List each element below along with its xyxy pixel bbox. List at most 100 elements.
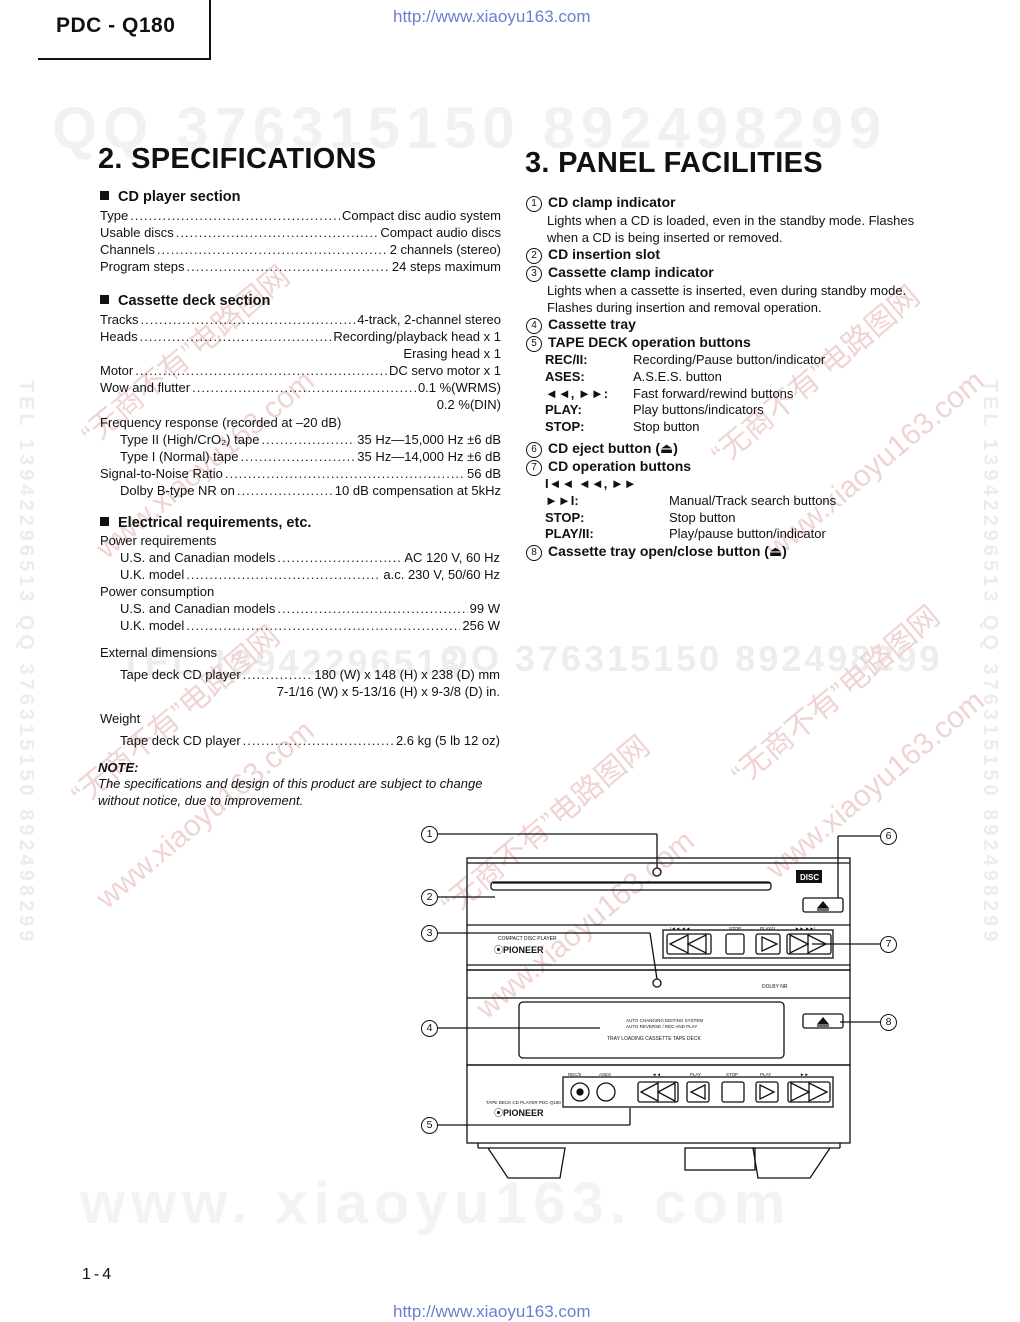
spec-value: 4-track, 2-channel stereo xyxy=(357,312,501,327)
spec-label: Dolby B-type NR on xyxy=(120,483,235,498)
leader-dots xyxy=(192,379,416,396)
button-row: ASES:A.S.E.S. button xyxy=(545,369,966,386)
spec-row: Heads Recording/playback head x 1 xyxy=(100,328,501,345)
callout-5: 5 xyxy=(421,1117,438,1134)
spec-label: Type xyxy=(100,208,129,223)
power-requirements-label: Power requirements xyxy=(100,533,217,548)
tape-btn-label: PLAY xyxy=(690,1072,701,1077)
dolby-label: DOLBY NR xyxy=(762,984,788,990)
spec-label: Motor xyxy=(100,363,134,378)
spec-value: 256 W xyxy=(462,618,500,633)
leader-dots xyxy=(187,258,390,275)
watermark-vertical-right: TEL 13942296513 QQ 376315150 892498299 xyxy=(979,380,1001,946)
spec-value: 2.6 kg (5 lb 12 oz) xyxy=(395,733,500,748)
panel-item-name: CD insertion slot xyxy=(548,246,661,262)
button-desc: Play buttons/indicators xyxy=(633,402,764,418)
bullet-square-icon xyxy=(100,517,109,526)
button-desc: Recording/Pause button/indicator xyxy=(633,352,826,367)
button-desc: Manual/Track search buttons xyxy=(669,492,837,508)
electrical-section-heading: Electrical requirements, etc. xyxy=(100,515,311,531)
spec-label: Heads xyxy=(100,329,138,344)
header-rule-horizontal xyxy=(38,58,211,60)
tape-stop-button xyxy=(721,1081,745,1103)
panel-item-description: Lights when a CD is loaded, even in the … xyxy=(547,213,915,228)
spec-label: U.K. model xyxy=(120,618,185,633)
button-desc: Fast forward/rewind buttons xyxy=(633,385,794,401)
spec-value: Compact disc audio system xyxy=(342,208,501,223)
cassette-open-close-button xyxy=(802,1013,844,1029)
brand-pioneer-top: PIONEER xyxy=(503,945,544,955)
source-url-bottom[interactable]: http://www.xiaoyu163.com xyxy=(393,1302,591,1321)
callout-6: 6 xyxy=(880,828,897,845)
spec-label: U.K. model xyxy=(120,567,185,582)
source-url-top[interactable]: http://www.xiaoyu163.com xyxy=(393,7,591,26)
item-number-badge: 8 xyxy=(526,545,542,562)
leader-dots xyxy=(241,448,356,465)
spec-value: Compact audio discs xyxy=(380,225,501,240)
button-row: PLAY: Play buttons/indicators xyxy=(545,402,966,419)
spec-value: a.c. 230 V, 50/60 Hz xyxy=(383,567,500,582)
spec-label: Signal-to-Noise Ratio xyxy=(100,466,223,481)
callout-7: 7 xyxy=(880,936,897,953)
brand-pioneer-bottom: PIONEER xyxy=(503,1108,544,1118)
spec-value: 2 channels (stereo) xyxy=(389,242,501,257)
spec-value: Recording/playback head x 1 xyxy=(333,329,501,344)
panel-item-name: CD clamp indicator xyxy=(548,194,676,210)
tape-model-label: TAPE DECK CD PLAYER PDC-Q180 xyxy=(486,1100,561,1105)
button-key: PLAY: xyxy=(545,402,582,418)
button-key: REC/II: xyxy=(545,352,588,367)
tape-btn-label: ►► xyxy=(800,1072,809,1077)
disc-logo-text: DISC xyxy=(800,873,819,882)
cd-play-button xyxy=(755,933,781,955)
item-number-badge: 4 xyxy=(526,318,542,334)
button-desc: Play/pause button/indicator xyxy=(669,526,826,542)
tape-btn-label: REC/II xyxy=(568,1072,581,1077)
tape-deck-unit-outline xyxy=(466,1064,851,1144)
pioneer-logo-icon: ⦿ xyxy=(494,1108,503,1118)
power-consumption-label: Power consumption xyxy=(100,584,215,599)
leader-dots xyxy=(157,241,388,258)
button-row: STOP: Stop button xyxy=(545,510,966,527)
cassette-clamp-indicator xyxy=(652,978,662,988)
callout-2: 2 xyxy=(421,889,438,906)
electrical-spec-list: Power requirements U.S. and Canadian mod… xyxy=(100,532,500,749)
spec-label: U.S. and Canadian models xyxy=(120,601,276,616)
cd-button-table: I◄◄ ◄◄, ►► ►►I: Manual/Track search butto… xyxy=(526,476,966,543)
tape-button-table: REC/II:Recording/Pause button/indicator … xyxy=(526,352,966,436)
item-number-badge: 5 xyxy=(526,336,542,352)
cd-clamp-indicator xyxy=(652,867,662,877)
button-desc: A.S.E.S. button xyxy=(633,368,722,384)
frequency-response-label: Frequency response (recorded at –20 dB) xyxy=(100,415,342,430)
cassette-tray xyxy=(518,1001,785,1059)
panel-item-name: CD eject button (⏏) xyxy=(548,439,678,456)
watermark-vertical-left: TEL 13942296513 QQ 376315150 892498299 xyxy=(15,380,37,946)
tape-rewind-button xyxy=(637,1081,679,1103)
spec-value-continued: 7-1/16 (W) x 5-13/16 (H) x 9-3/8 (D) in. xyxy=(276,684,500,699)
spec-row: Tracks 4-track, 2-channel stereo xyxy=(100,311,501,328)
leader-dots xyxy=(243,732,394,749)
bullet-square-icon xyxy=(100,295,109,304)
spec-value: 56 dB xyxy=(467,466,501,481)
button-desc: Stop button xyxy=(669,509,736,525)
button-key: STOP: xyxy=(545,419,585,435)
pioneer-logo-icon: ⦿ xyxy=(494,945,503,955)
callout-8: 8 xyxy=(880,1014,897,1031)
button-key: I◄◄ ◄◄, ►► ►►I: xyxy=(545,475,637,508)
spec-row: MotorDC servo motor x 1 xyxy=(100,362,501,379)
spec-value: 35 Hz—14,000 Hz ±6 dB xyxy=(357,449,501,464)
spec-row: Program steps24 steps maximum xyxy=(100,258,501,275)
spec-label: Tracks xyxy=(100,312,139,327)
electrical-section-heading-text: Electrical requirements, etc. xyxy=(118,515,312,531)
page-number: 1-4 xyxy=(82,1266,115,1283)
tape-btn-label: STOP xyxy=(726,1072,738,1077)
button-key: STOP: xyxy=(545,509,585,525)
button-key: ◄◄, ►►: xyxy=(545,385,609,401)
specifications-title: 2. SPECIFICATIONS xyxy=(98,143,377,175)
watermark-site: www. xiaoyu163. com xyxy=(80,1171,792,1236)
header-rule-vertical xyxy=(209,0,211,60)
note-text-line: without notice, due to improvement. xyxy=(98,793,304,808)
